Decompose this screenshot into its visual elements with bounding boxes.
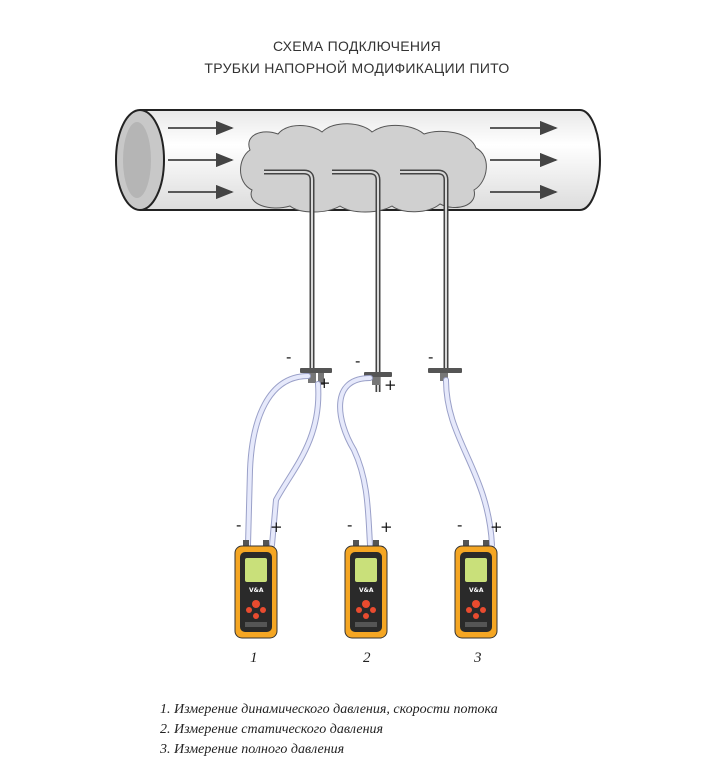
meter1-minus-sign: - [236, 516, 241, 534]
meter-number-1: 1 [250, 650, 258, 666]
pressure-meter-2: V&A [344, 540, 388, 639]
flow-arrows [168, 120, 558, 200]
flow-cloud [240, 123, 487, 213]
meter1-brand: V&A [249, 587, 264, 594]
legend-item-1: 1. Измерение динамического давления, ско… [160, 702, 498, 717]
tube3-minus-sign: - [428, 348, 433, 366]
meter2-plus-sign: + [380, 518, 393, 536]
diagram-title-line2: ТРУБКИ НАПОРНОЙ МОДИФИКАЦИИ ПИТО [204, 60, 510, 76]
meter3-plus-sign: + [490, 518, 503, 536]
pressure-meter-1: V&A [234, 540, 278, 639]
meter1-plus-sign: + [270, 518, 283, 536]
legend-item-2: 2. Измерение статического давления [160, 722, 384, 737]
diagram-title-line1: СХЕМА ПОДКЛЮЧЕНИЯ [272, 38, 442, 54]
meter-number-3: 3 [474, 650, 482, 666]
tube2-minus-sign: - [355, 352, 360, 370]
pitot-tube-1 [264, 169, 332, 385]
meter2-brand: V&A [359, 587, 374, 594]
meter3-minus-sign: - [457, 516, 462, 534]
meter-number-2: 2 [363, 650, 371, 666]
pressure-meter-3: V&A [454, 540, 498, 639]
meter2-minus-sign: - [347, 516, 352, 534]
meter3-brand: V&A [469, 587, 484, 594]
tube2-plus-sign: + [384, 376, 397, 394]
tube1-minus-sign: - [286, 348, 291, 366]
legend-item-3: 3. Измерение полного давления [160, 742, 345, 757]
hoses [245, 373, 495, 548]
pitot-tube-3 [400, 169, 462, 381]
